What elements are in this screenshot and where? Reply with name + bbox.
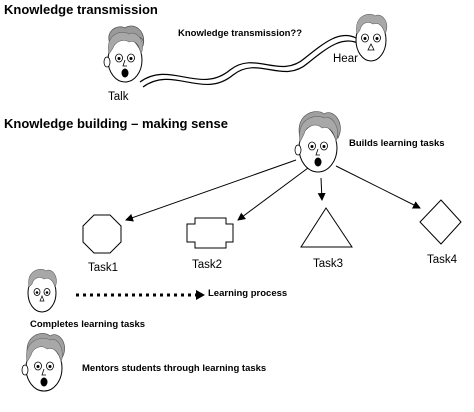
talk-face-icon bbox=[103, 25, 145, 83]
arrow-to-task2 bbox=[237, 167, 309, 221]
hear-label: Hear bbox=[333, 53, 358, 65]
transmission-question-label: Knowledge transmission?? bbox=[178, 28, 303, 39]
task3-triangle-shape bbox=[300, 207, 353, 248]
hear-face-icon bbox=[355, 14, 388, 62]
student-face-icon bbox=[27, 268, 57, 313]
task3-label: Task3 bbox=[313, 258, 344, 270]
learning-process-arrowhead bbox=[196, 290, 205, 300]
mentors-label: Mentors students through learning tasks bbox=[82, 363, 267, 374]
transmission-heading: Knowledge transmission bbox=[4, 2, 158, 17]
mentor-face-icon bbox=[21, 333, 65, 392]
task1-label: Task1 bbox=[88, 262, 119, 274]
completes-tasks-label: Completes learning tasks bbox=[30, 319, 146, 330]
teacher-face-icon bbox=[294, 111, 341, 173]
task2-cross-shape bbox=[186, 217, 234, 249]
wavy-transmission-line bbox=[139, 34, 361, 88]
arrow-to-task1 bbox=[125, 159, 297, 222]
learning-process-label: Learning process bbox=[208, 288, 288, 299]
task4-diamond-shape bbox=[419, 199, 462, 245]
arrow-to-task3 bbox=[317, 177, 326, 201]
talk-label: Talk bbox=[108, 91, 129, 103]
task1-octagon-shape bbox=[82, 214, 122, 254]
builds-tasks-label: Builds learning tasks bbox=[349, 138, 445, 149]
building-heading: Knowledge building – making sense bbox=[4, 116, 228, 131]
task-arrows bbox=[125, 159, 421, 222]
arrow-to-task4 bbox=[335, 165, 421, 209]
task4-label: Task4 bbox=[427, 254, 458, 266]
task2-label: Task2 bbox=[192, 259, 223, 271]
